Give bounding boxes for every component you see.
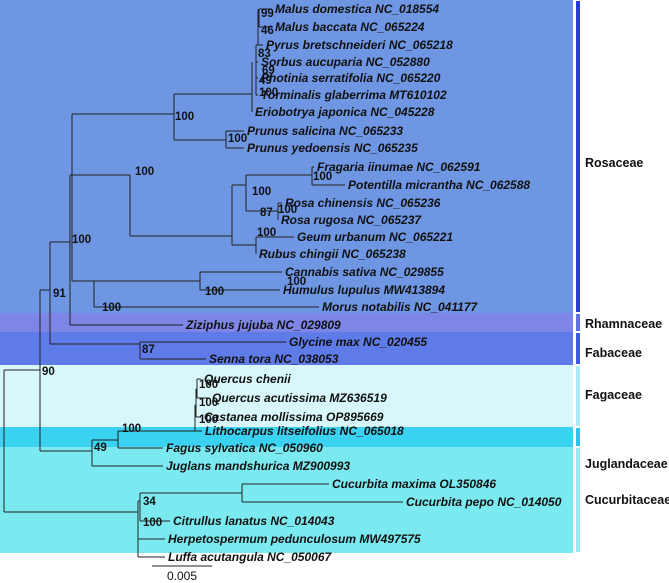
support-value: 100 (143, 517, 162, 529)
family-label-rhamnaceae: Rhamnaceae (585, 317, 662, 331)
family-bar-rosaceae (576, 1, 580, 312)
support-value: 100 (278, 204, 297, 216)
family-label-juglandaceae: Juglandaceae (585, 457, 668, 471)
taxon-label: Citrullus lanatus NC_014043 (173, 514, 335, 528)
taxon-label: Humulus lupulus MW413894 (283, 283, 445, 297)
taxon-label: Potentilla micrantha NC_062588 (348, 178, 530, 192)
taxon-label: Cucurbita pepo NC_014050 (406, 495, 562, 509)
family-band-juglandaceae (0, 427, 573, 447)
scale-bar-label: 0.005 (167, 569, 197, 583)
taxon-label: Rubus chingii NC_065238 (259, 247, 406, 261)
support-values: 9946836949100100100100871001001001001001… (42, 8, 332, 529)
taxon-label: Juglans mandshurica MZ900993 (166, 459, 350, 473)
support-value: 46 (261, 25, 274, 37)
family-band-rosaceae (0, 0, 573, 313)
support-value: 34 (143, 496, 156, 508)
support-value: 90 (42, 366, 55, 378)
taxon-label: Luffa acutangula NC_050067 (168, 550, 332, 564)
taxon-label: Senna tora NC_038053 (209, 352, 339, 366)
family-band-rhamnaceae (0, 313, 573, 332)
support-value: 99 (261, 8, 274, 20)
family-label-rosaceae: Rosaceae (585, 156, 643, 170)
support-value: 100 (287, 276, 306, 288)
support-value: 100 (199, 379, 218, 391)
support-value: 100 (135, 166, 154, 178)
taxon-label: Morus notabilis NC_041177 (322, 300, 478, 314)
support-value: 83 (258, 48, 271, 60)
support-value: 49 (94, 442, 107, 454)
support-value: 87 (142, 344, 155, 356)
family-labels: RosaceaeRhamnaceaeFabaceaeFagaceaeJuglan… (585, 156, 669, 507)
taxon-label: Pyrus bretschneideri NC_065218 (266, 38, 453, 52)
family-label-fabaceae: Fabaceae (585, 346, 642, 360)
taxon-label: Torminalis glaberrima MT610102 (261, 88, 447, 102)
taxon-label: Rosa rugosa NC_065237 (281, 213, 422, 227)
family-band-cucurbitaceae (0, 447, 573, 553)
support-value: 87 (260, 207, 273, 219)
taxon-label: Rosa chinensis NC_065236 (285, 196, 441, 210)
taxon-label: Herpetospermum pedunculosum MW497575 (168, 532, 421, 546)
support-value: 100 (102, 302, 121, 314)
support-value: 100 (252, 186, 271, 198)
support-value: 100 (205, 286, 224, 298)
taxon-label: Glycine max NC_020455 (289, 335, 427, 349)
support-value: 100 (175, 111, 194, 123)
support-value: 100 (199, 414, 218, 426)
tree-branches (3, 8, 403, 558)
support-value: 100 (122, 423, 141, 435)
family-band-fagaceae (0, 365, 573, 427)
support-value: 100 (72, 234, 91, 246)
family-bar-fagaceae (576, 366, 580, 426)
support-value: 100 (313, 171, 332, 183)
taxon-label: Quercus chenii (204, 372, 291, 386)
taxon-label: Eriobotrya japonica NC_045228 (255, 105, 435, 119)
family-bands (0, 0, 580, 553)
family-label-fagaceae: Fagaceae (585, 388, 642, 402)
support-value: 100 (228, 133, 247, 145)
taxon-label: Prunus salicina NC_065233 (247, 124, 403, 138)
family-bar-cucurbitaceae (576, 448, 580, 552)
support-value: 69 (262, 65, 275, 77)
support-value: 100 (199, 397, 218, 409)
taxon-label: Prunus yedoensis NC_065235 (247, 141, 418, 155)
taxon-label: Quercus acutissima MZ636519 (212, 391, 387, 405)
family-bar-juglandaceae (576, 428, 580, 446)
taxon-label: Photinia serratifolia NC_065220 (261, 71, 441, 85)
taxon-label: Malus domestica NC_018554 (275, 2, 439, 16)
family-label-cucurbitaceae: Cucurbitaceae (585, 493, 669, 507)
support-value: 49 (259, 75, 272, 87)
support-value: 91 (53, 288, 66, 300)
scale-bar: 0.005 (152, 565, 212, 583)
taxon-label: Sorbus aucuparia NC_052880 (261, 55, 430, 69)
taxon-label: Malus baccata NC_065224 (275, 20, 425, 34)
taxon-label: Geum urbanum NC_065221 (297, 230, 453, 244)
family-bar-rhamnaceae (576, 314, 580, 331)
support-value: 100 (257, 227, 276, 239)
taxon-label: Cucurbita maxima OL350846 (332, 477, 496, 491)
taxon-label: Fragaria iinumae NC_062591 (317, 160, 481, 174)
taxon-label: Ziziphus jujuba NC_029809 (185, 318, 341, 332)
taxon-label: Lithocarpus litseifolius NC_065018 (205, 424, 404, 438)
taxon-label: Fagus sylvatica NC_050960 (166, 441, 323, 455)
support-value: 100 (259, 87, 278, 99)
taxon-label: Cannabis sativa NC_029855 (285, 265, 444, 279)
family-bar-fabaceae (576, 333, 580, 364)
family-band-fabaceae (0, 332, 573, 365)
taxon-label: Castanea mollissima OP895669 (204, 410, 384, 424)
